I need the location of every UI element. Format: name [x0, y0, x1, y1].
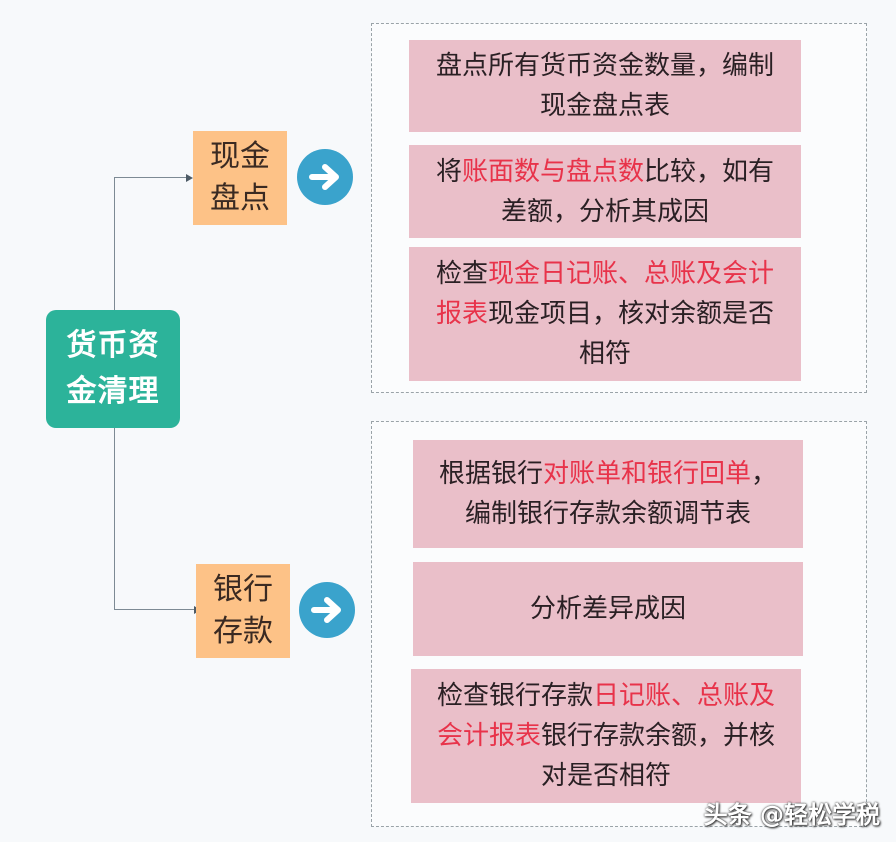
- branch-label-line2: 存款: [213, 614, 273, 649]
- bank-step-2: 分析差异成因: [413, 562, 803, 656]
- branch-label-line1: 现金: [210, 139, 270, 174]
- step-text-line: 盘点所有货币资金数量，编制: [436, 46, 774, 86]
- highlighted-term: 日记账、总账及: [593, 681, 776, 711]
- cash-step-1-text: 盘点所有货币资金数量，编制现金盘点表: [436, 46, 774, 126]
- connector-root-to-cash: [114, 177, 115, 310]
- highlighted-term: 对账单和银行回单: [542, 459, 751, 489]
- root-node-monetary-funds-cleanup: 货币资 金清理: [46, 310, 180, 428]
- highlighted-term: 报表: [435, 299, 488, 329]
- bank-step-1: 根据银行对账单和银行回单，编制银行存款余额调节表: [413, 440, 803, 548]
- cash-step-2-text: 将账面数与盘点数比较，如有差额，分析其成因: [436, 152, 774, 232]
- step-text-line: 会计报表银行存款余额，并核: [437, 716, 775, 756]
- step-text-line: 相符: [436, 334, 774, 374]
- arrow-right-circle-icon: [299, 582, 355, 638]
- connector-arrowhead-cash: [186, 174, 193, 182]
- step-text-line: 对是否相符: [437, 756, 775, 796]
- root-label-line2: 金清理: [66, 374, 160, 409]
- highlighted-term: 账面数与盘点数: [461, 156, 644, 187]
- step-text-line: 分析差异成因: [530, 589, 686, 629]
- branch-node-cash-count: 现金 盘点: [193, 131, 287, 225]
- step-text-line: 编制银行存款余额调节表: [439, 494, 777, 534]
- cash-step-2: 将账面数与盘点数比较，如有差额，分析其成因: [409, 145, 801, 238]
- branch-label-line1: 银行: [213, 572, 273, 607]
- cash-step-3: 检查现金日记账、总账及会计报表现金项目，核对余额是否相符: [409, 247, 801, 381]
- step-text: ，: [751, 459, 778, 489]
- step-text: 根据银行: [438, 459, 543, 489]
- connector-root-to-bank: [114, 428, 115, 610]
- arrow-right-circle-icon: [297, 149, 353, 205]
- step-text: 检查: [435, 259, 488, 289]
- step-text: 差额，分析其成因: [500, 196, 709, 227]
- step-text: 将: [435, 156, 462, 187]
- step-text: 分析差异成因: [529, 594, 686, 624]
- branch-label-line2: 盘点: [210, 181, 270, 216]
- step-text-line: 报表现金项目，核对余额是否: [436, 294, 774, 334]
- bank-step-3-text: 检查银行存款日记账、总账及会计报表银行存款余额，并核对是否相符: [437, 676, 775, 796]
- step-text: 对是否相符: [540, 761, 671, 791]
- step-text-line: 差额，分析其成因: [436, 192, 774, 232]
- step-text: 现金项目，核对余额是否: [488, 299, 775, 329]
- bank-step-2-text: 分析差异成因: [530, 589, 686, 629]
- watermark: 头条 @轻松学税: [703, 801, 880, 829]
- branch-node-bank-deposit: 银行 存款: [196, 564, 290, 658]
- cash-step-3-text: 检查现金日记账、总账及会计报表现金项目，核对余额是否相符: [436, 254, 774, 374]
- bank-step-3: 检查银行存款日记账、总账及会计报表银行存款余额，并核对是否相符: [411, 669, 801, 803]
- step-text-line: 检查银行存款日记账、总账及: [437, 676, 775, 716]
- connector-bank-horizontal: [114, 609, 194, 610]
- step-text-line: 根据银行对账单和银行回单，: [439, 454, 777, 494]
- step-text: 检查银行存款: [436, 681, 593, 711]
- bank-step-1-text: 根据银行对账单和银行回单，编制银行存款余额调节表: [439, 454, 777, 534]
- connector-cash-horizontal: [114, 177, 186, 178]
- step-text-line: 检查现金日记账、总账及会计: [436, 254, 774, 294]
- step-text-line: 将账面数与盘点数比较，如有: [436, 152, 774, 192]
- step-text: 比较，如有: [644, 156, 775, 187]
- highlighted-term: 现金日记账、总账及会计: [488, 259, 775, 289]
- step-text: 盘点所有货币资金数量，编制: [435, 51, 774, 81]
- step-text: 现金盘点表: [539, 91, 670, 121]
- step-text-line: 现金盘点表: [436, 86, 774, 126]
- step-text: 相符: [578, 339, 631, 369]
- highlighted-term: 会计报表: [436, 721, 541, 751]
- step-text: 银行存款余额，并核: [541, 721, 776, 751]
- root-label-line1: 货币资: [66, 328, 160, 363]
- cash-step-1: 盘点所有货币资金数量，编制现金盘点表: [409, 40, 801, 132]
- step-text: 编制银行存款余额调节表: [464, 499, 751, 529]
